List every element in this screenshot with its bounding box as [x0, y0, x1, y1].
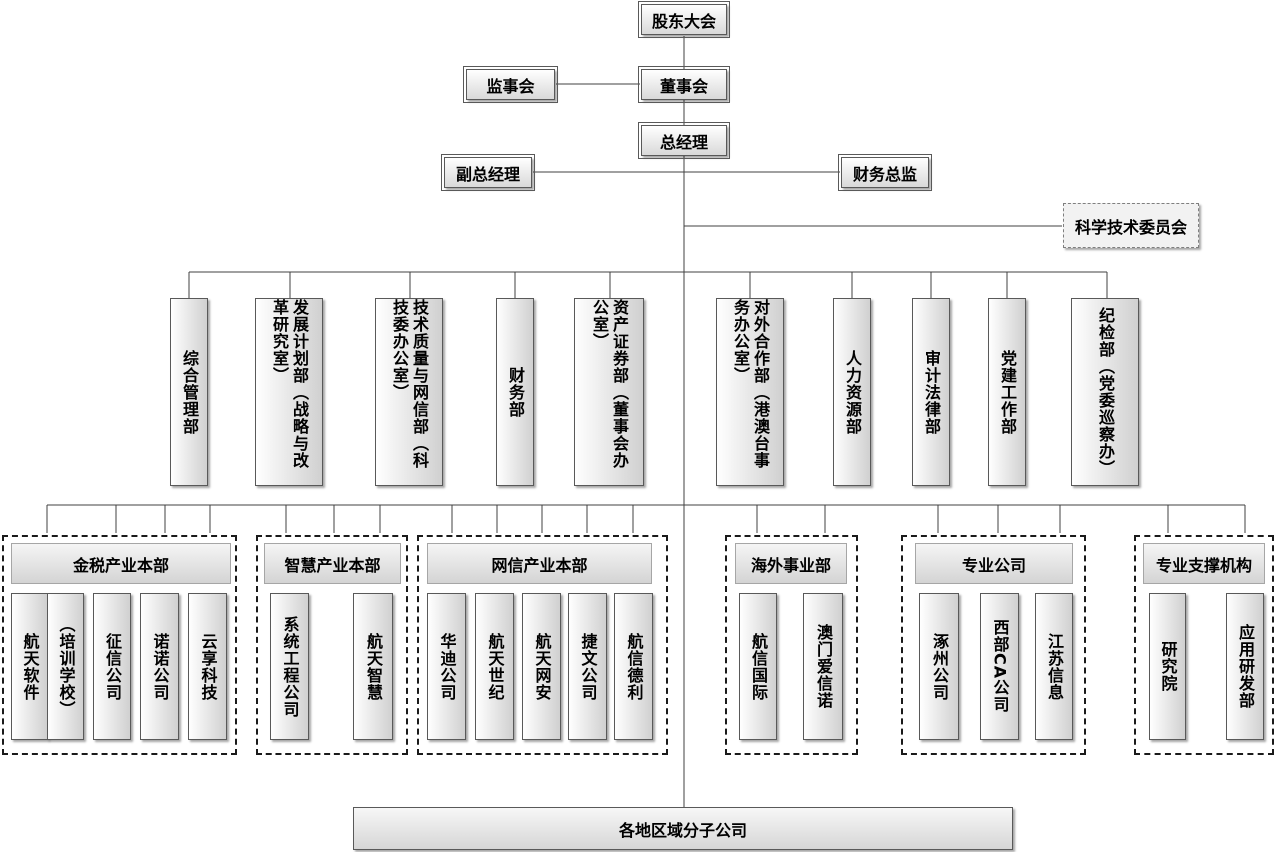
unit-label: 研究院	[1158, 641, 1178, 692]
dept-label: 技术质量与网信部（科技委办公室）	[390, 299, 429, 469]
unit-label: （培训学校）	[56, 615, 76, 718]
deputy-gm-box: 副总经理	[441, 154, 535, 191]
dept-box: 党建工作部	[988, 298, 1026, 486]
group-title-label: 智慧产业本部	[284, 555, 381, 575]
unit-box: 航信国际	[739, 593, 777, 740]
group-title-label: 海外事业部	[750, 555, 831, 575]
unit-box: 航天世纪	[475, 593, 514, 740]
unit-label: 征信公司	[103, 632, 122, 701]
unit-box: （培训学校）	[47, 593, 84, 740]
unit-box: 云享科技	[188, 593, 227, 740]
supervisors-box: 监事会	[463, 66, 558, 103]
science-committee-label: 科学技术委员会	[1074, 217, 1187, 237]
group-title-label: 金税产业本部	[72, 555, 169, 575]
unit-label: 涿州公司	[930, 632, 949, 701]
unit-box: 系统工程公司	[270, 593, 309, 740]
cfo-box: 财务总监	[838, 154, 932, 191]
unit-label: 云享科技	[198, 632, 218, 701]
group-zhihui	[256, 535, 408, 755]
dept-label: 财务部	[506, 366, 525, 418]
dept-box: 纪检部（党委巡察办）	[1071, 298, 1139, 486]
dept-box: 资产证券部（董事会办公室）	[574, 298, 644, 486]
group-title: 专业支撑机构	[1143, 543, 1265, 584]
cfo-label: 财务总监	[852, 164, 917, 184]
group-title: 网信产业本部	[427, 543, 652, 584]
unit-box: 涿州公司	[919, 593, 959, 740]
unit-label: 澳门爱信诺	[814, 624, 833, 709]
dept-box: 对外合作部（港澳台事务办公室）	[716, 298, 784, 486]
regional-branches-label: 各地区域分子公司	[618, 820, 747, 840]
regional-branches-bar: 各地区域分子公司	[353, 807, 1013, 850]
dept-label: 党建工作部	[998, 349, 1017, 435]
group-title-label: 网信产业本部	[491, 555, 588, 575]
shareholders-box: 股东大会	[638, 1, 730, 38]
dept-box: 财务部	[496, 298, 534, 486]
unit-label: 航信国际	[749, 632, 768, 701]
group-title: 专业公司	[915, 543, 1073, 584]
group-title: 海外事业部	[735, 543, 847, 584]
group-haiwai	[725, 535, 858, 755]
general-manager-box: 总经理	[638, 122, 730, 159]
unit-box: 航天网安	[522, 593, 561, 740]
dept-box: 人力资源部	[833, 298, 871, 486]
unit-label: 西部CA公司	[990, 619, 1010, 714]
unit-label: 航天网安	[532, 632, 552, 701]
unit-box: 航天智慧	[353, 593, 393, 740]
group-zhuanye	[901, 535, 1086, 755]
unit-box: 捷文公司	[568, 593, 607, 740]
unit-box: 航天软件	[11, 593, 48, 740]
unit-label: 江苏信息	[1045, 632, 1064, 701]
unit-label: 航信德利	[624, 632, 644, 701]
deputy-gm-label: 副总经理	[455, 164, 520, 184]
unit-label: 航天智慧	[364, 632, 383, 701]
unit-box: 澳门爱信诺	[803, 593, 843, 740]
group-title: 金税产业本部	[11, 543, 231, 584]
unit-label: 系统工程公司	[280, 615, 300, 718]
science-committee-box: 科学技术委员会	[1063, 203, 1199, 248]
general-manager-label: 总经理	[659, 132, 708, 152]
group-jinshui	[2, 535, 237, 755]
dept-box: 发展计划部（战略与改革研究室）	[255, 298, 323, 486]
group-wangxin	[417, 535, 668, 755]
shareholders-label: 股东大会	[651, 11, 716, 31]
dept-label: 综合管理部	[180, 349, 199, 435]
unit-label: 华迪公司	[437, 632, 457, 701]
dept-label: 资产证券部（董事会办公室）	[590, 299, 629, 469]
dept-box: 技术质量与网信部（科技委办公室）	[375, 298, 443, 486]
unit-box: 航信德利	[614, 593, 653, 740]
unit-box: 应用研发部	[1226, 593, 1264, 740]
unit-label: 航天软件	[20, 632, 40, 701]
dept-label: 对外合作部（港澳台事务办公室）	[731, 299, 770, 469]
dept-label: 人力资源部	[843, 349, 862, 435]
unit-label: 诺诺公司	[150, 632, 170, 701]
unit-label: 应用研发部	[1236, 624, 1255, 709]
unit-box: 征信公司	[93, 593, 131, 740]
unit-box: 研究院	[1149, 593, 1186, 740]
unit-label: 航天世纪	[485, 632, 505, 701]
dept-box: 综合管理部	[170, 298, 208, 486]
unit-box: 西部CA公司	[980, 593, 1019, 740]
board-box: 董事会	[638, 66, 730, 103]
unit-box: 诺诺公司	[140, 593, 179, 740]
dept-label: 纪检部（党委巡察办）	[1096, 307, 1115, 477]
unit-box: 华迪公司	[427, 593, 466, 740]
group-title-label: 专业支撑机构	[1155, 555, 1252, 575]
unit-label: 捷文公司	[578, 632, 598, 701]
dept-label: 审计法律部	[922, 349, 941, 435]
group-title-label: 专业公司	[961, 555, 1026, 575]
group-zhicheng	[1134, 535, 1274, 755]
supervisors-label: 监事会	[486, 76, 535, 96]
board-label: 董事会	[659, 76, 708, 96]
unit-box: 江苏信息	[1035, 593, 1073, 740]
dept-box: 审计法律部	[912, 298, 950, 486]
group-title: 智慧产业本部	[264, 543, 401, 584]
dept-label: 发展计划部（战略与改革研究室）	[270, 299, 309, 469]
